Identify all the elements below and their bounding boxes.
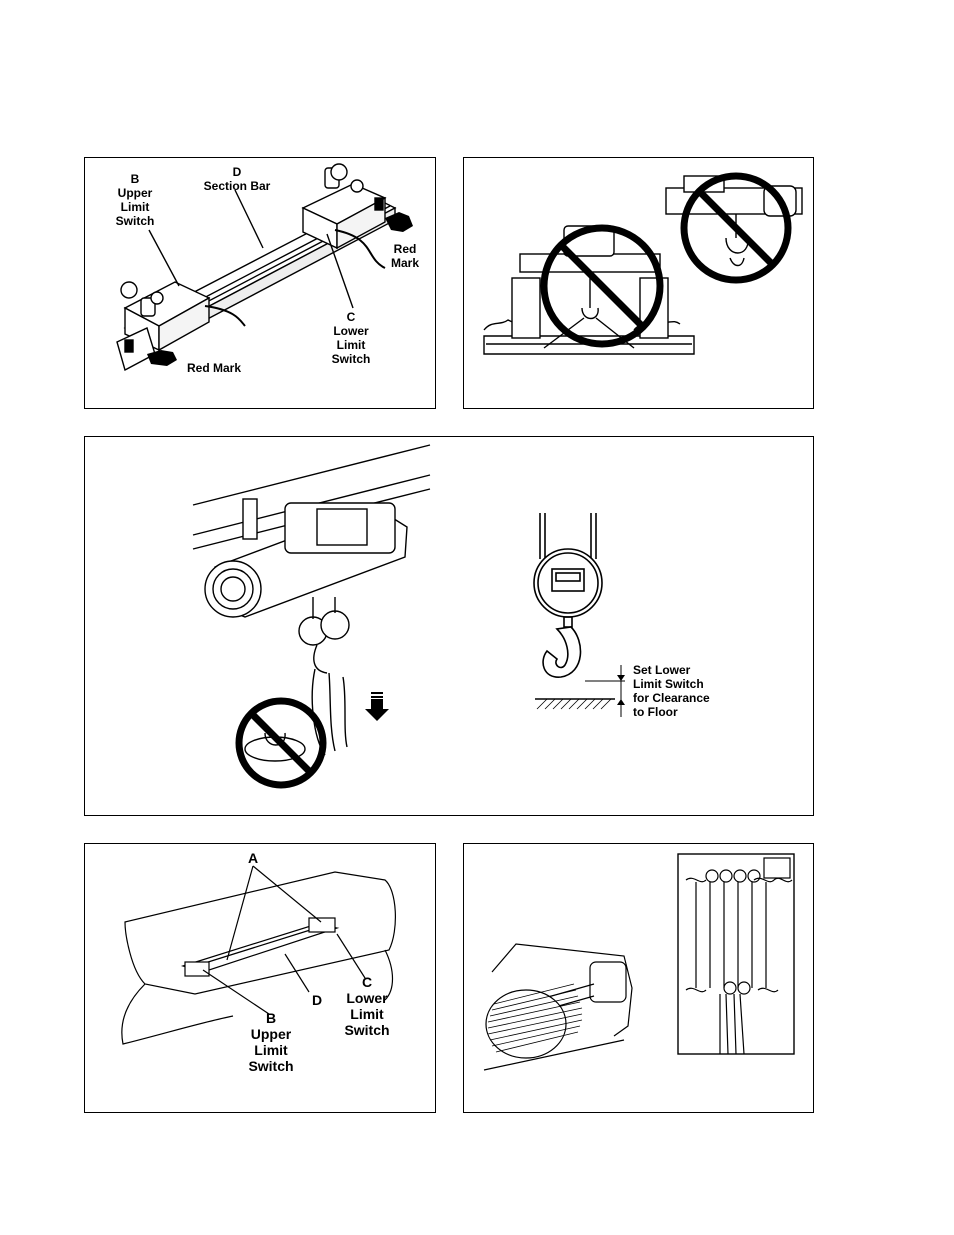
figure-prohibited-lift bbox=[463, 157, 814, 409]
label-upper-2: Upper bbox=[239, 1026, 303, 1042]
label-a-letter: A bbox=[241, 850, 265, 866]
label-upper: Upper bbox=[105, 186, 165, 200]
label-b-letter-2: B bbox=[239, 1010, 303, 1026]
clearance-line-4: to Floor bbox=[633, 705, 710, 719]
clearance-line-3: for Clearance bbox=[633, 691, 710, 705]
label-lower: Lower bbox=[321, 324, 381, 338]
label-lower-2: Lower bbox=[339, 990, 395, 1006]
label-c-letter-2: C bbox=[339, 974, 395, 990]
label-b-letter: B bbox=[105, 172, 165, 186]
label-section-bar: Section Bar bbox=[197, 179, 277, 193]
hoist-clearance-illustration bbox=[85, 437, 814, 816]
label-limit-2: Limit bbox=[321, 338, 381, 352]
clearance-line-1: Set Lower bbox=[633, 663, 710, 677]
hook-icon bbox=[534, 513, 625, 717]
down-arrow-icon bbox=[365, 693, 389, 721]
label-switch-2: Switch bbox=[321, 352, 381, 366]
label-d-letter-2: D bbox=[305, 992, 329, 1008]
label-switch-3: Switch bbox=[339, 1022, 395, 1038]
label-limit-3: Limit bbox=[339, 1006, 395, 1022]
label-switch: Switch bbox=[105, 214, 165, 228]
clearance-line-2: Limit Switch bbox=[633, 677, 710, 691]
label-limit: Limit bbox=[105, 200, 165, 214]
label-red-mark-top-2: Mark bbox=[385, 256, 425, 270]
label-d-letter: D bbox=[197, 165, 277, 179]
label-red-mark-bottom: Red Mark bbox=[187, 361, 241, 375]
label-limit-4: Limit bbox=[239, 1042, 303, 1058]
figure-rope-drum-detail bbox=[463, 843, 814, 1113]
figure-hoist-limit-switch-location: A C Lower Limit Switch D B Upper Limit S… bbox=[84, 843, 436, 1113]
rope-drum-illustration bbox=[464, 844, 814, 1113]
figure-limit-switch-section-bar: B Upper Limit Switch D Section Bar Red M… bbox=[84, 157, 436, 409]
label-red-mark-top-1: Red bbox=[385, 242, 425, 256]
figure-lower-limit-clearance: Set Lower Limit Switch for Clearance to … bbox=[84, 436, 814, 816]
prohibited-lift-illustration bbox=[464, 158, 814, 409]
label-switch-4: Switch bbox=[239, 1058, 303, 1074]
label-c-letter: C bbox=[321, 310, 381, 324]
